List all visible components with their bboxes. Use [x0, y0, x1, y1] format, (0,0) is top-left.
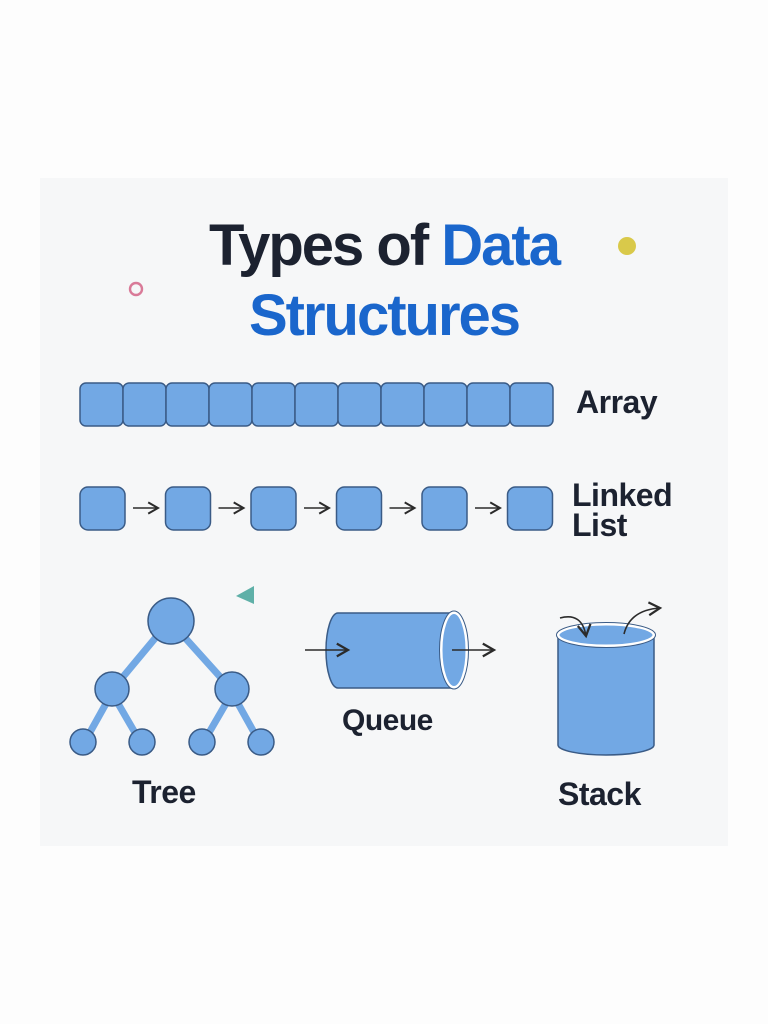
tree-label: Tree — [132, 774, 196, 810]
array-cell — [294, 382, 339, 427]
linked-list-node — [335, 486, 383, 531]
linked-list-label-line2: List — [572, 507, 627, 543]
title-dark-text: Types of — [208, 213, 442, 278]
array-cell — [122, 382, 167, 427]
tree-leaf-node — [247, 728, 275, 756]
array-cell — [423, 382, 468, 427]
tree-root-node — [147, 597, 195, 645]
page-title-line1: Types of Data — [0, 217, 768, 275]
array-cell — [165, 382, 210, 427]
linked-list-node — [506, 486, 554, 531]
linked-list-node — [421, 486, 468, 531]
page-title-line2: Structures — [248, 283, 521, 348]
title-blue-text: Data — [441, 213, 561, 278]
linked-list-node — [79, 486, 126, 531]
array-cell — [466, 382, 511, 427]
queue-diagram — [305, 610, 497, 690]
linked-list-label: Linked List — [572, 477, 673, 543]
stack-label: Stack — [558, 776, 641, 812]
tree-node — [94, 671, 130, 707]
array-cell — [509, 382, 554, 427]
pink-ring-decoration — [128, 281, 144, 297]
linked-list-label-line1: Linked — [572, 477, 673, 513]
linked-list-node — [250, 486, 297, 531]
stack-diagram — [556, 601, 663, 756]
array-cell — [208, 382, 253, 427]
stack-pop-arrow — [623, 601, 663, 635]
queue-label: Queue — [342, 704, 433, 737]
linked-list-diagram — [79, 486, 554, 531]
array-cell — [79, 382, 124, 427]
array-diagram — [79, 382, 554, 427]
stack-cylinder-body — [557, 635, 655, 756]
queue-cylinder-body — [325, 612, 455, 689]
teal-triangle-decoration — [236, 586, 254, 604]
linked-list-node — [164, 486, 212, 531]
tree-diagram — [69, 597, 275, 756]
stack-cylinder-top — [556, 622, 656, 648]
array-cell — [380, 382, 425, 427]
tree-leaf-node — [128, 728, 156, 756]
tree-node — [214, 671, 250, 707]
array-cell — [337, 382, 382, 427]
tree-leaf-node — [69, 728, 97, 756]
array-label: Array — [576, 384, 658, 420]
yellow-dot-decoration — [618, 237, 636, 255]
tree-leaf-node — [188, 728, 216, 756]
array-cell — [251, 382, 296, 427]
stack-push-arrow — [559, 616, 592, 639]
